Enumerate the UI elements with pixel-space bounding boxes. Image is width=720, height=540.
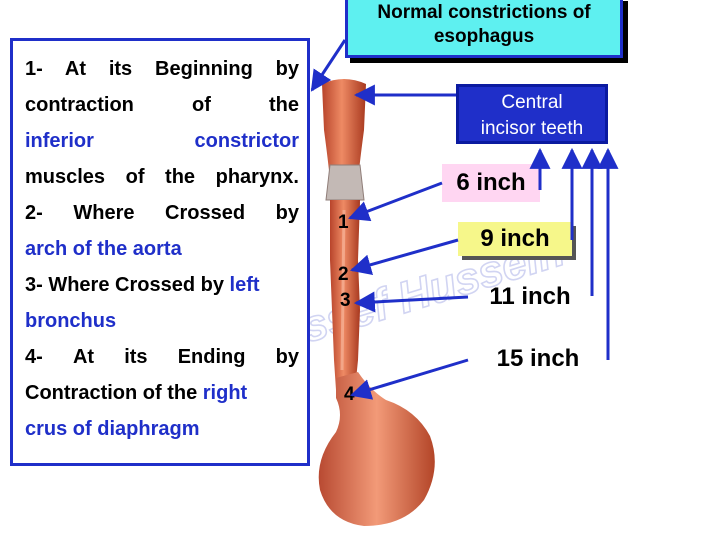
text-line-4: muscles of the pharynx.: [25, 166, 299, 188]
incisor-line-1: Central: [501, 92, 563, 113]
measure-6-inch: 6 inch: [442, 164, 540, 202]
stomach-shape: [318, 372, 435, 526]
marker-2: 2: [338, 264, 349, 285]
text-word: Ending: [177, 346, 246, 368]
text-line-6: arch of the aorta: [25, 238, 182, 260]
text-run-highlight: right: [202, 382, 248, 404]
measure-11-inch: 11 inch: [489, 283, 571, 310]
measure-9-inch: 9 inch: [458, 222, 572, 256]
text-line-9: 4- At its Ending by: [25, 345, 299, 369]
header-line-2: esophagus: [433, 26, 535, 47]
text-run: Contraction of the: [25, 382, 203, 404]
text-line-2: contraction of the: [25, 93, 299, 117]
text-word-highlight: constrictor: [194, 130, 299, 152]
text-line-11: crus of diaphragm: [25, 418, 200, 440]
header-line-1: Normal constrictions of: [377, 2, 591, 23]
text-word-highlight: inferior: [25, 130, 94, 152]
text-line-8: bronchus: [25, 310, 117, 332]
incisor-line-2: incisor teeth: [480, 118, 584, 139]
text-line-1: 1- At its Beginning by: [25, 58, 299, 80]
measure-15-inch: 15 inch: [496, 345, 580, 372]
text-line-5: 2- Where Crossed by: [25, 202, 299, 224]
text-run: 3- Where Crossed by: [25, 274, 230, 296]
tube-highlight: [340, 209, 346, 371]
text-run-highlight: left: [229, 274, 260, 296]
constrictions-text-panel: 1- At its Beginning by contraction of th…: [10, 38, 310, 466]
text-word: At: [72, 346, 95, 368]
text-word: 4-: [25, 346, 43, 368]
text-line-3: inferior constrictor: [25, 129, 299, 153]
larynx-shape: [325, 164, 365, 201]
esophagus-illustration: 1 2 3 4: [318, 79, 435, 526]
marker-3: 3: [340, 290, 351, 311]
text-line-7: 3- Where Crossed by left: [25, 273, 299, 297]
text-line-10: Contraction of the right: [25, 381, 299, 405]
text-word: by: [275, 346, 299, 368]
header-title-box: Normal constrictions of esophagus: [345, 0, 623, 58]
marker-1: 1: [338, 212, 349, 233]
incisor-teeth-box: Central incisor teeth: [456, 84, 608, 144]
text-word: of: [192, 94, 211, 116]
text-word: contraction: [25, 94, 134, 116]
marker-4: 4: [344, 384, 355, 405]
text-word: its: [124, 346, 148, 368]
text-word: the: [268, 94, 299, 116]
